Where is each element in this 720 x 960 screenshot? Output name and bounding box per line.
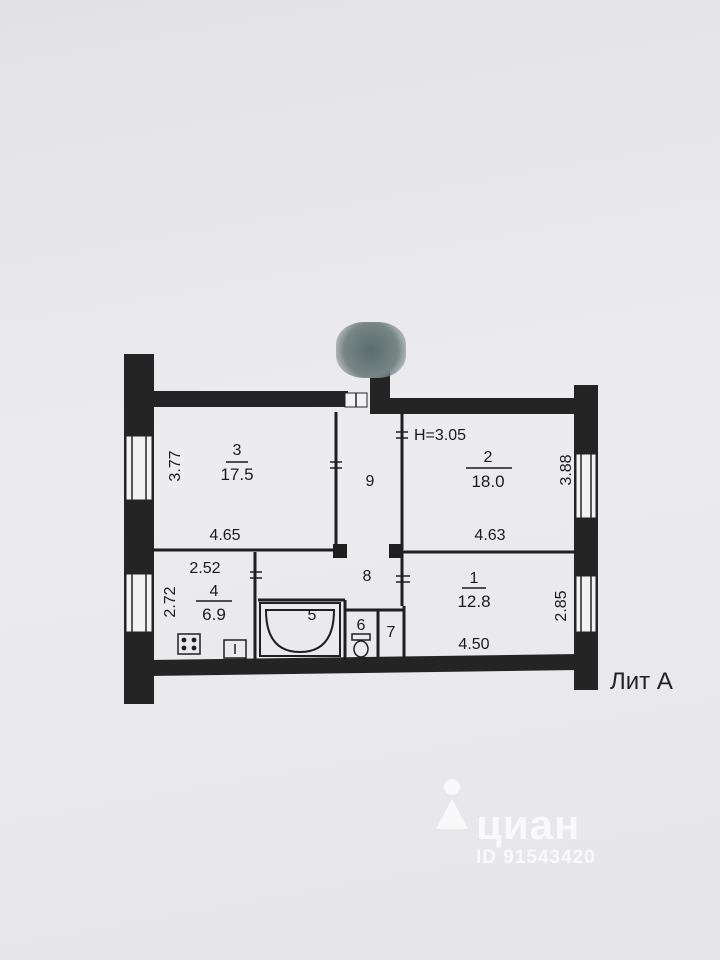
bottom-wall [150,654,578,676]
sink-fixture [223,639,247,659]
room-2-area: 18.0 [471,472,504,491]
watermark-id: ID 91543420 [476,847,596,868]
outer-walls [124,354,598,704]
dim-room2-height: 3.88 [558,454,575,485]
area-fraction-lines [196,461,512,602]
room-8-number: 8 [363,568,372,585]
wall-columns [333,544,403,558]
dim-room3-height: 3.77 [167,450,184,481]
window-room2 [575,453,597,519]
stove-fixture [177,633,201,655]
room-6-number: 6 [357,617,366,634]
watermark-brand: циан [476,801,581,848]
door-marks [250,431,410,583]
room-7-number: 7 [387,624,396,641]
ceiling-height-label: H=3.05 [414,427,466,444]
redaction-blur [336,322,406,378]
top-wall-right [370,398,580,414]
left-wall [124,354,154,704]
dim-room1-height: 2.85 [553,590,570,621]
dim-room4-width: 2.52 [189,560,220,577]
bathtub [259,602,341,657]
dim-room4-height: 2.72 [162,586,179,617]
window-room1 [575,575,597,633]
windows [125,392,597,633]
location-pin-icon [436,779,468,829]
dim-room3-width: 4.65 [209,527,240,544]
dim-room1-width: 4.50 [458,636,489,653]
window-room4 [125,573,153,633]
dim-room2-width: 4.63 [474,527,505,544]
room-1-area: 12.8 [457,592,490,611]
top-wall-left [150,391,348,407]
room-3-area: 17.5 [220,465,253,484]
window-room3 [125,435,153,501]
interior-walls [152,412,576,660]
room-5-number: 5 [308,607,317,624]
room-1-number: 1 [470,570,479,587]
window-lines [131,393,592,632]
room-2-number: 2 [484,449,493,466]
room-4-number: 4 [210,583,219,600]
room-4-area: 6.9 [202,605,226,624]
right-wall [574,385,598,690]
toilet-fixture [351,633,371,658]
room-3-number: 3 [233,442,242,459]
building-letter-label: Лит A [610,668,673,695]
room-9-number: 9 [366,473,375,490]
cian-watermark: циан ID 91543420 [432,775,662,875]
